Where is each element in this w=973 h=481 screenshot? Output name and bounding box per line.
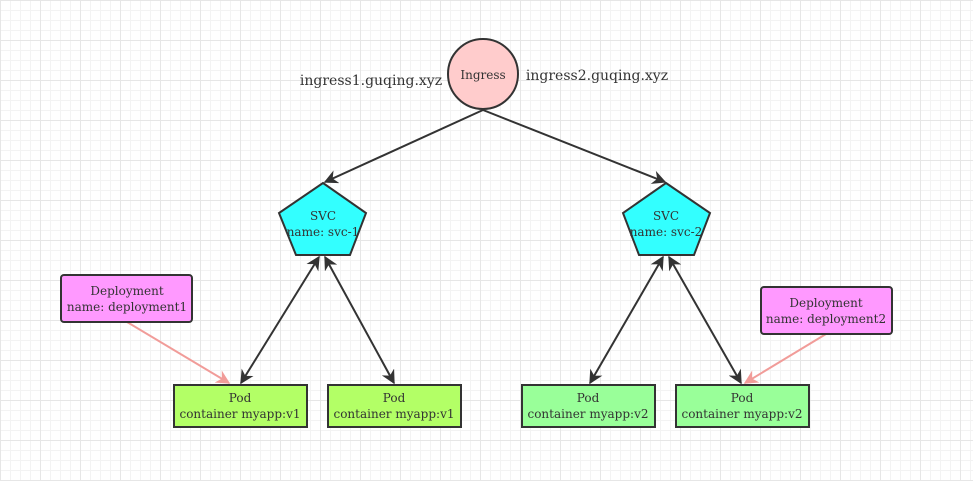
edge-svc-1-pod-1: [240, 255, 320, 385]
pod-node-3[interactable]: Pod container myapp:v2: [521, 384, 656, 428]
pod-box: [675, 384, 810, 428]
deployment-name: name: deployment2: [766, 312, 886, 326]
service-name: name: svc-2: [630, 225, 703, 239]
ingress-label: Ingress: [460, 68, 505, 82]
pod-box: [327, 384, 462, 428]
pod-title: Pod: [577, 391, 600, 405]
pod-container: container myapp:v2: [681, 407, 802, 421]
pod-node-1[interactable]: Pod container myapp:v1: [173, 384, 308, 428]
pod-title: Pod: [229, 391, 252, 405]
pod-box: [521, 384, 656, 428]
ingress-node[interactable]: Ingress: [447, 38, 519, 110]
host-label-right: ingress2.guqing.xyz: [526, 68, 668, 84]
service-title: SVC: [653, 209, 679, 223]
edge-svc-1-pod-2: [324, 255, 395, 385]
edge-ingress-to-svc-2: [482, 109, 667, 184]
service-node-svc-2[interactable]: SVC name: svc-2: [621, 181, 712, 256]
edge-deployment-2-to-pod-4: [743, 333, 827, 384]
pod-container: container myapp:v1: [179, 407, 300, 421]
pod-title: Pod: [731, 391, 754, 405]
service-pentagon: [621, 181, 712, 256]
service-pentagon: [277, 181, 368, 256]
host-label-left: ingress1.guqing.xyz: [300, 73, 442, 89]
deployment-name: name: deployment1: [67, 300, 187, 314]
deployment-box: [760, 286, 893, 335]
pod-node-2[interactable]: Pod container myapp:v1: [327, 384, 462, 428]
edge-svc-2-pod-3: [589, 255, 664, 385]
service-name: name: svc-1: [287, 225, 360, 239]
edge-svc-2-pod-4: [668, 255, 742, 385]
deployment-node-1[interactable]: Deployment name: deployment1: [60, 274, 193, 323]
deployment-box: [60, 274, 193, 323]
pod-container: container myapp:v2: [527, 407, 648, 421]
deployment-node-2[interactable]: Deployment name: deployment2: [760, 286, 893, 335]
edge-ingress-to-svc-1: [323, 109, 484, 184]
pod-box: [173, 384, 308, 428]
pod-container: container myapp:v1: [333, 407, 454, 421]
deployment-title: Deployment: [789, 296, 862, 310]
service-node-svc-1[interactable]: SVC name: svc-1: [277, 181, 368, 256]
pod-title: Pod: [383, 391, 406, 405]
service-title: SVC: [310, 209, 336, 223]
ingress-circle: [447, 38, 519, 110]
pod-node-4[interactable]: Pod container myapp:v2: [675, 384, 810, 428]
deployment-title: Deployment: [90, 284, 163, 298]
edge-deployment-1-to-pod-1: [126, 321, 231, 384]
